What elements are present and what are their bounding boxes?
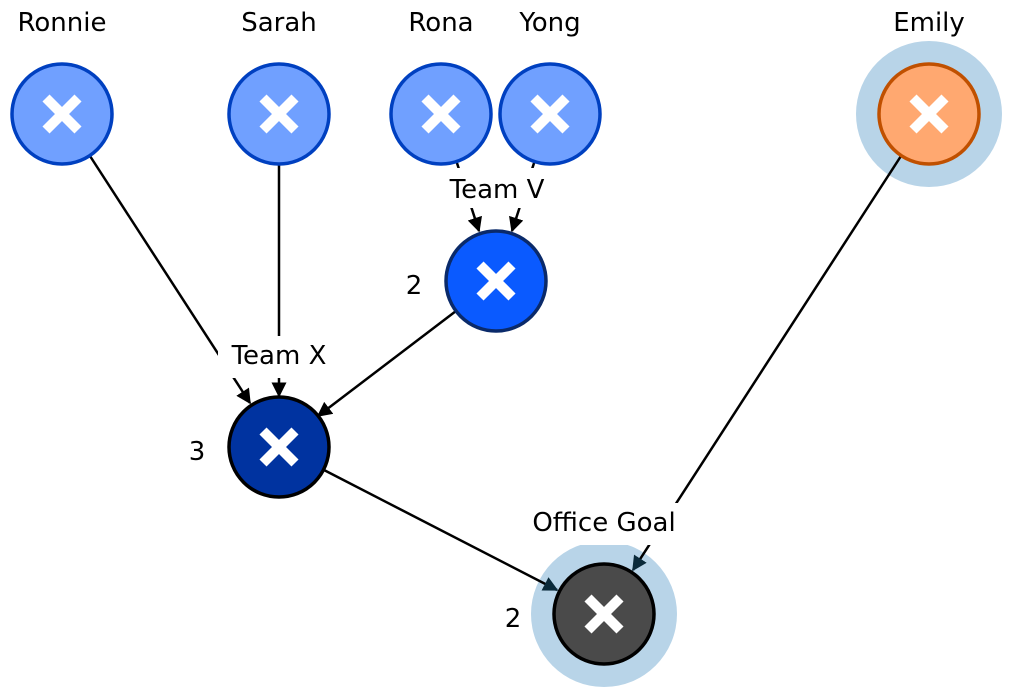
node-office-goal-outline xyxy=(552,562,656,666)
team-x-label-bg xyxy=(218,336,336,378)
node-label-sarah: Sarah xyxy=(241,8,317,38)
node-label-ronnie: Ronnie xyxy=(18,8,107,38)
node-label-office-goal: Office Goal xyxy=(532,508,675,538)
edge-emily-to-office-goal xyxy=(631,155,903,572)
node-team-v[interactable] xyxy=(444,229,548,333)
close-icon xyxy=(42,94,82,134)
edge-team-x-to-office-goal xyxy=(323,468,559,592)
node-emily-outline xyxy=(877,62,981,166)
team-v-label-bg xyxy=(440,168,554,208)
node-yong-outline xyxy=(498,62,602,166)
node-count-team-v: 2 xyxy=(406,271,423,301)
node-office-goal[interactable] xyxy=(552,562,656,666)
close-icon xyxy=(421,94,461,134)
node-rona[interactable] xyxy=(389,62,493,166)
close-icon xyxy=(259,427,299,467)
node-label-yong: Yong xyxy=(518,8,580,38)
node-label-team-x: Team X xyxy=(231,341,327,371)
node-count-team-x: 3 xyxy=(189,437,206,467)
close-icon xyxy=(259,94,299,134)
node-label-team-v: Team V xyxy=(449,175,545,205)
close-icon xyxy=(530,94,570,134)
node-label-emily: Emily xyxy=(893,8,965,38)
node-yong[interactable] xyxy=(498,62,602,166)
edge-team-v-to-team-x xyxy=(316,310,457,417)
node-ronnie-outline xyxy=(10,62,114,166)
node-sarah-outline xyxy=(227,62,331,166)
node-rona-outline xyxy=(389,62,493,166)
close-icon xyxy=(476,261,516,301)
node-ronnie[interactable] xyxy=(10,62,114,166)
close-icon xyxy=(584,594,624,634)
node-team-x-outline xyxy=(227,395,331,499)
node-team-v-outline xyxy=(444,229,548,333)
node-team-x[interactable] xyxy=(227,395,331,499)
node-emily[interactable] xyxy=(877,62,981,166)
node-sarah[interactable] xyxy=(227,62,331,166)
node-label-rona: Rona xyxy=(408,8,473,38)
close-icon xyxy=(909,94,949,134)
office-goal-label-bg xyxy=(523,503,685,545)
node-count-office-goal: 2 xyxy=(505,604,522,634)
